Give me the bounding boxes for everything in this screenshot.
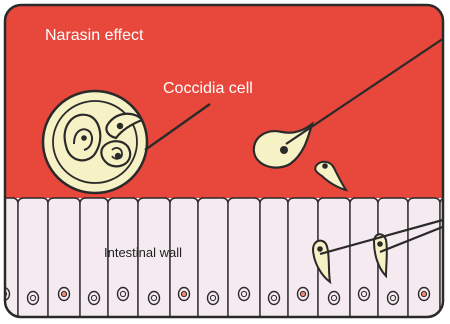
wall-cell [48, 198, 80, 324]
wall-cell-nucleolus [151, 295, 156, 300]
wall-cell-nucleolus [300, 291, 305, 296]
oocyst-cyst-icon [43, 91, 147, 193]
cyst-nucleus-3 [81, 135, 87, 141]
wall-cell [408, 198, 440, 324]
wall-cell-nucleolus [210, 295, 215, 300]
coccidia-cell-label: Coccidia cell [163, 80, 253, 97]
wall-cell-nucleolus [30, 295, 35, 300]
wall-cell-nucleolus [91, 295, 96, 300]
wall-sporozoite-2-nucleus [377, 241, 383, 247]
wall-cell-nucleolus [61, 291, 66, 296]
wall-cell [350, 198, 378, 324]
wall-cell-nucleolus [271, 295, 276, 300]
wall-cell [228, 198, 260, 324]
sporozoite-nucleus [280, 146, 288, 154]
wall-cell-nucleolus [361, 291, 366, 296]
wall-cell-nucleolus [120, 291, 125, 296]
small-sporozoite-nucleus [322, 163, 328, 169]
wall-cell-nucleolus [390, 295, 395, 300]
wall-cell-nucleolus [181, 291, 186, 296]
wall-cell [170, 198, 198, 324]
wall-sporozoite-1-nucleus [317, 246, 323, 252]
cyst-nucleus-2 [115, 153, 121, 159]
cyst-nucleus-1 [117, 123, 123, 129]
wall-cell-nucleolus [331, 295, 336, 300]
wall-cell [108, 198, 138, 324]
diagram-title: Narasin effect [45, 27, 144, 44]
intestinal-wall-label: Intestinal wall [104, 245, 182, 260]
wall-cell [288, 198, 318, 324]
wall-cell-nucleolus [421, 291, 426, 296]
wall-cell [0, 198, 18, 324]
wall-cell-nucleolus [241, 291, 246, 296]
